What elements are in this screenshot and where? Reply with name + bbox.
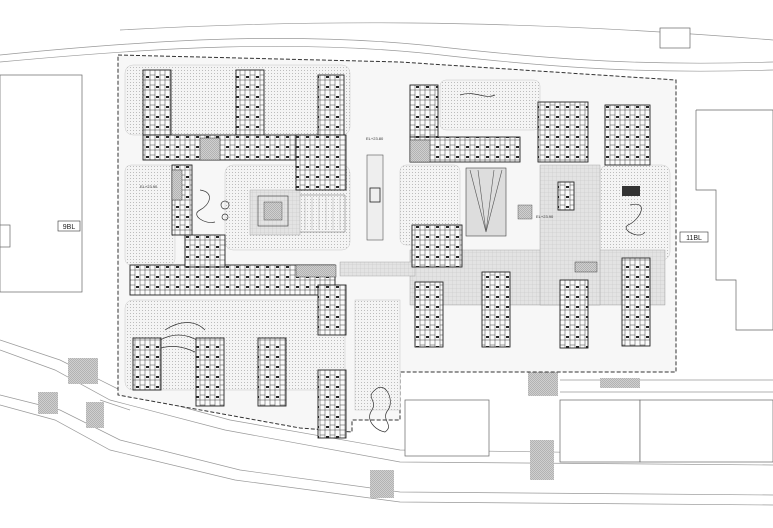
building-ne-2 (537, 101, 589, 163)
plot-label-west: 9BL (63, 224, 76, 231)
building-sw-3 (257, 337, 287, 407)
building-w-core (184, 234, 226, 268)
building-c-tower (411, 224, 463, 268)
building-e-1 (414, 281, 444, 348)
buildings (129, 69, 651, 439)
plot-9bl (0, 74, 83, 293)
building-e-4 (621, 257, 651, 347)
plot-labels: 9BL 11BL (57, 220, 709, 243)
elevation-mark-2: EL+23.80 (366, 136, 384, 141)
building-sw-2 (195, 337, 225, 407)
building-e-2 (481, 271, 511, 348)
elevation-mark-1: EL+23.90 (140, 184, 158, 189)
central-canopy (257, 154, 640, 241)
building-s-2 (317, 369, 347, 439)
building-nw-3 (317, 74, 345, 146)
plot-11bl (695, 109, 773, 331)
building-ne-3 (604, 104, 651, 166)
service-zones (171, 137, 598, 278)
elevation-labels: EL+23.90 EL+23.80 EL+23.90 (140, 136, 554, 219)
building-nw-2 (235, 69, 265, 136)
building-sw-1 (132, 337, 162, 391)
building-e-3 (559, 279, 589, 349)
adjacent-plots (0, 27, 773, 463)
plot-label-east: 11BL (686, 235, 702, 242)
building-s-1 (317, 284, 347, 336)
elevation-mark-3: EL+23.90 (536, 214, 554, 219)
building-nw-1 (142, 69, 172, 136)
building-nw-tower (295, 134, 347, 191)
building-ne-1 (409, 84, 439, 138)
building-e-5 (557, 181, 575, 211)
